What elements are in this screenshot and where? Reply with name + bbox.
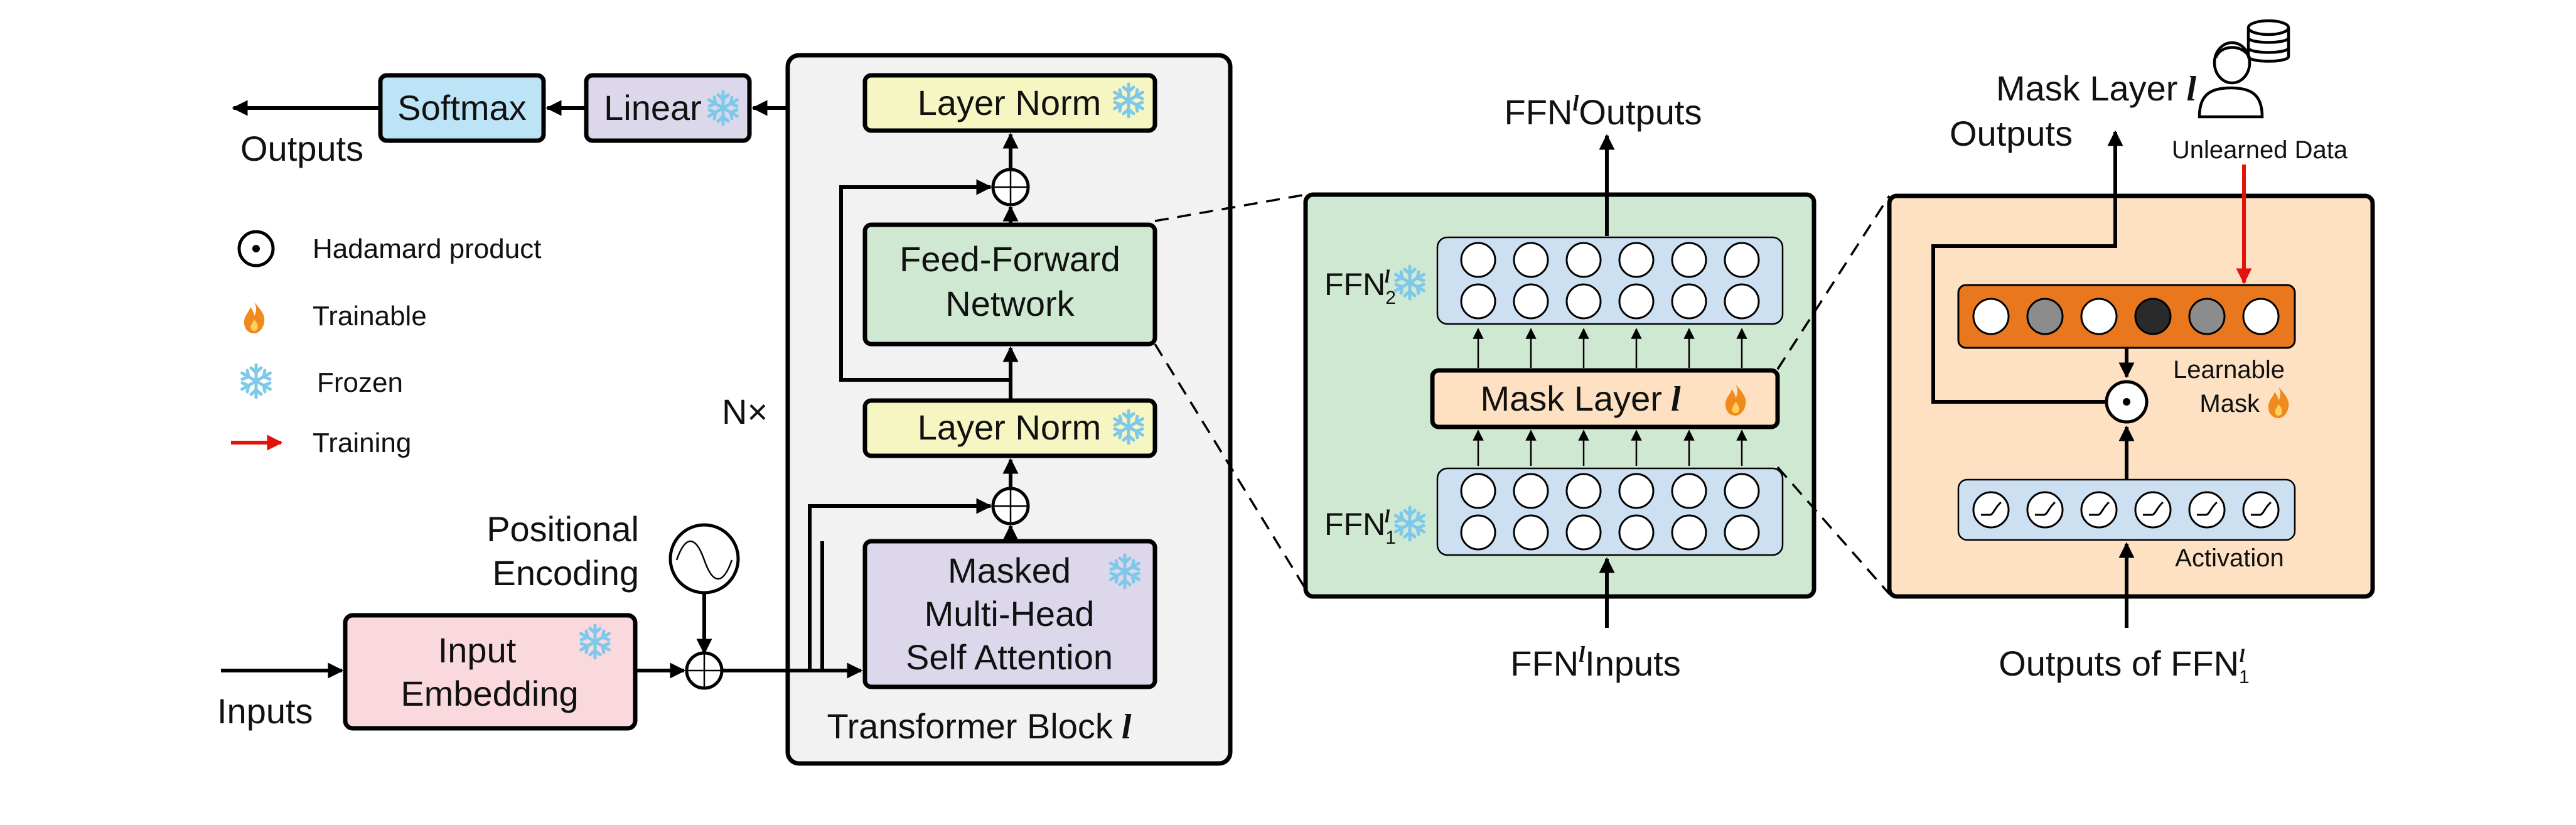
ffn1-neuron <box>1565 473 1602 509</box>
ffn2-neuron <box>1565 242 1602 278</box>
activation-neuron <box>2080 491 2118 529</box>
ffn-inputs-label: FFNlInputs <box>1510 642 1680 683</box>
legend-hadamard: Hadamard product <box>313 234 541 264</box>
attn-line2: Multi-Head <box>925 594 1095 634</box>
legend-training: Training <box>313 428 411 458</box>
activation-label: Activation <box>2175 544 2284 572</box>
mask-value-white <box>1972 298 2010 335</box>
ffn2-neuron <box>1618 242 1655 278</box>
zoom-line2-bottom <box>1776 466 1891 595</box>
zoom-line-top <box>1154 193 1306 222</box>
ffn-line2: Network <box>945 284 1075 323</box>
ffn1-neuron <box>1671 514 1707 551</box>
attn-line3: Self Attention <box>906 637 1113 677</box>
ffn1-neuron <box>1724 473 1760 509</box>
ffn2-neuron <box>1724 283 1760 320</box>
activation-neuron <box>2242 491 2280 529</box>
ffn-box <box>862 222 1157 347</box>
ffn2-neuron <box>1460 242 1496 278</box>
softmax-label: Softmax <box>397 88 526 127</box>
activation-curve-icon <box>1981 501 2002 516</box>
legend-frozen-icon <box>242 365 271 397</box>
mask-value-black <box>2134 298 2172 335</box>
hadamard-op-dot <box>2123 398 2130 406</box>
learnable-line1: Learnable <box>2173 356 2285 384</box>
ffn2-neuron <box>1671 283 1707 320</box>
pos-line2: Encoding <box>492 553 639 593</box>
layer-norm-top-label: Layer Norm <box>918 83 1102 122</box>
ffn2-neuron <box>1460 283 1496 320</box>
legend-frozen: Frozen <box>317 367 403 398</box>
mask-output-path <box>1931 130 2123 404</box>
activation-curve-icon <box>2143 501 2164 516</box>
ffn1-neuron <box>1460 473 1496 509</box>
hadamard-dot-icon <box>252 245 260 252</box>
attn-line1: Masked <box>948 551 1071 590</box>
sine-wave-icon <box>675 540 733 580</box>
activation-neuron <box>2188 491 2226 529</box>
mask-outputs-line2: Outputs <box>1950 114 2073 153</box>
legend-trainable-icon <box>244 302 265 333</box>
ffn1-neuron <box>1513 514 1549 551</box>
ffn2-label: FFN2l <box>1324 266 1396 308</box>
zoom-line2-top <box>1776 195 1891 370</box>
activation-neuron <box>1972 491 2010 529</box>
mask-layer-box <box>1430 368 1780 429</box>
pos-line1: Positional <box>486 509 639 549</box>
activation-neuron <box>2026 491 2064 529</box>
ffn2-neuron <box>1513 283 1549 320</box>
outputs-label: Outputs <box>240 129 363 168</box>
ffn1-neuron <box>1618 514 1655 551</box>
inputs-label: Inputs <box>217 691 313 731</box>
mask-value-white <box>2242 298 2280 335</box>
layer-norm-mid-label: Layer Norm <box>918 407 1102 447</box>
layer-norm-mid <box>862 398 1157 458</box>
ffn1-neuron <box>1460 514 1496 551</box>
unlearned-data-label: Unlearned Data <box>2172 136 2348 164</box>
ffn2-neuron <box>1565 283 1602 320</box>
ffn2-neuron <box>1513 242 1549 278</box>
residual-top <box>839 179 1011 382</box>
residual-mid <box>808 498 992 671</box>
embedding-line2: Embedding <box>400 674 578 713</box>
activation-curve-icon <box>2089 501 2110 516</box>
activation-curve-icon <box>2035 501 2056 516</box>
ffn-line1: Feed-Forward <box>899 239 1120 279</box>
embedding-line1: Input <box>438 630 517 670</box>
ffn1-neuron <box>1724 514 1760 551</box>
legend-trainable: Trainable <box>313 301 427 332</box>
ffn2-neuron <box>1618 283 1655 320</box>
learnable-line2: Mask <box>2199 390 2260 418</box>
attention-box <box>862 539 1157 689</box>
block-repeat-label: N× <box>722 392 768 431</box>
ffn1-neuron <box>1513 473 1549 509</box>
mask-value-gray <box>2026 298 2064 335</box>
ffn-outputs-label: FFNlOutputs <box>1505 90 1702 132</box>
zoom-line-bottom <box>1154 343 1307 590</box>
activation-curve-icon <box>2197 501 2218 516</box>
user-database-icon <box>2198 19 2290 119</box>
activation-curve-icon <box>2251 501 2272 516</box>
ffn1-neuron <box>1671 473 1707 509</box>
linear-label: Linear <box>604 88 702 127</box>
ffn1-neuron <box>1565 514 1602 551</box>
ffn1-neuron <box>1618 473 1655 509</box>
ffn1-label: FFN1l <box>1324 506 1396 548</box>
mask-bottom-label: Outputs of FFN1l <box>1999 644 2249 688</box>
mask-value-gray <box>2188 298 2226 335</box>
layer-norm-top <box>862 73 1157 133</box>
ffn2-neuron <box>1724 242 1760 278</box>
mask-value-white <box>2080 298 2118 335</box>
activation-neuron <box>2134 491 2172 529</box>
ffn2-neuron <box>1671 242 1707 278</box>
